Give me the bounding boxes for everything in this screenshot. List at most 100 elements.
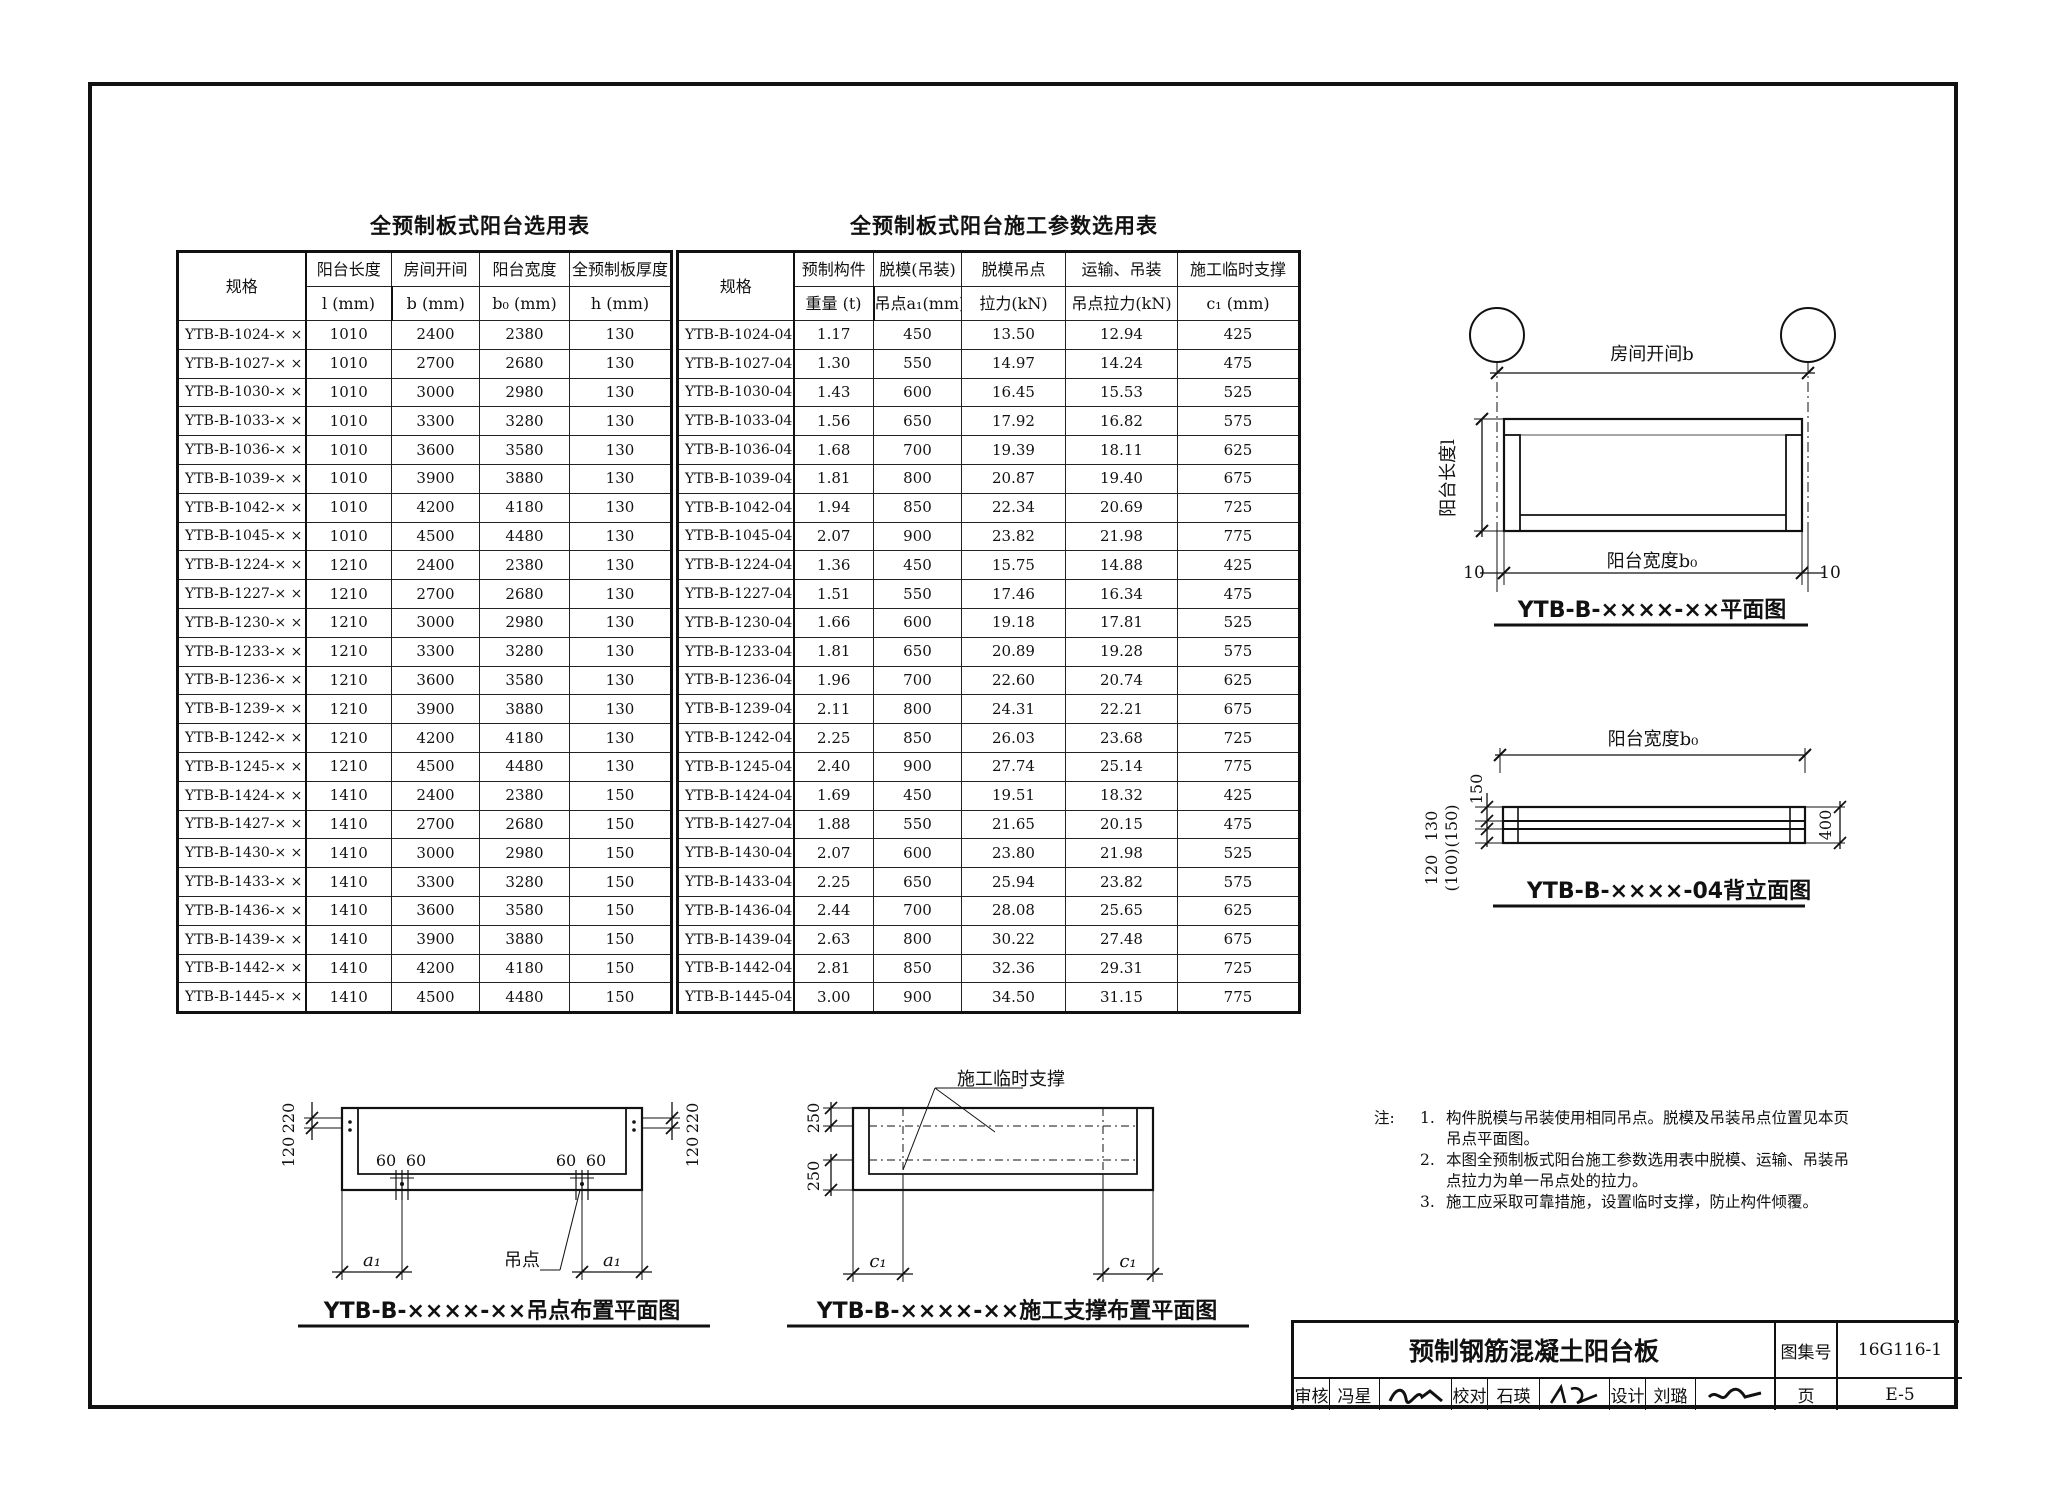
table-cell: 18.32 (1065, 780, 1178, 811)
table-cell: 1210 (305, 665, 392, 696)
table-cell: 1210 (305, 636, 392, 667)
lifting-point-label: 吊点 (504, 1250, 540, 1271)
table2-header-1: 预制构件 (793, 251, 874, 287)
spec-code-cell: YTB-B-1045-× × (177, 521, 307, 552)
spec-code-cell: YTB-B-1427-04 (677, 809, 795, 840)
note-text: 施工应采取可靠措施，设置临时支撑，防止构件倾覆。 (1446, 1193, 1819, 1211)
table-cell: 3280 (479, 867, 570, 897)
spec-code-cell: YTB-B-1430-04 (677, 838, 795, 869)
table-cell: 20.74 (1065, 665, 1178, 696)
table-cell: 29.31 (1065, 953, 1178, 984)
dim-150-paren: (150) (1442, 804, 1461, 847)
table-cell: 16.45 (961, 377, 1066, 408)
table-cell: 4480 (479, 521, 570, 552)
table-cell: 4480 (479, 982, 570, 1014)
spec-code-cell: YTB-B-1433-× × (177, 867, 307, 897)
table-cell: 1.17 (793, 320, 874, 350)
table2-header-4-unit: 吊点拉力(kN) (1065, 286, 1178, 321)
table-cell: 1010 (305, 377, 392, 408)
table-cell: 3300 (391, 406, 480, 437)
dim-left-10: 10 (1463, 563, 1485, 583)
table-cell: 20.15 (1065, 809, 1178, 840)
table-cell: 725 (1177, 723, 1300, 753)
spec-code-cell: YTB-B-1036-04 (677, 435, 795, 465)
table-cell: 130 (569, 377, 672, 408)
table-cell: 1410 (305, 780, 392, 811)
table1-header-4: 全预制板厚度 (569, 251, 672, 287)
table-cell: 19.51 (961, 780, 1066, 811)
dim-250-bottom: 250 (804, 1161, 823, 1192)
table-cell: 2400 (391, 780, 480, 811)
table-cell: 4480 (479, 751, 570, 782)
table-cell: 475 (1177, 809, 1300, 840)
spec-code-cell: YTB-B-1242-04 (677, 723, 795, 753)
table-cell: 1410 (305, 982, 392, 1014)
table-cell: 3900 (391, 924, 480, 955)
design-label: 设计 (1610, 1379, 1646, 1410)
spec-code-cell: YTB-B-1245-04 (677, 751, 795, 782)
table-cell: 15.75 (961, 550, 1066, 581)
spec-code-cell: YTB-B-1436-04 (677, 895, 795, 926)
table-cell: 3280 (479, 636, 570, 667)
table-cell: 130 (569, 492, 672, 523)
table-cell: 3600 (391, 895, 480, 926)
balcony-selection-table: 规格 阳台长度 房间开间 阳台宽度 全预制板厚度 l (mm) b (mm) b… (176, 250, 673, 1015)
table-cell: 26.03 (961, 723, 1066, 753)
spec-code-cell: YTB-B-1445-04 (677, 982, 795, 1014)
spec-code-cell: YTB-B-1430-× × (177, 838, 307, 869)
table2-title: 全预制板式阳台施工参数选用表 (850, 214, 1158, 238)
table-cell: 2.11 (793, 694, 874, 725)
table-cell: 625 (1177, 435, 1300, 465)
table-cell: 625 (1177, 895, 1300, 926)
note-text: 本图全预制板式阳台施工参数选用表中脱模、运输、吊装吊点拉力为单一吊点处的拉力。 (1446, 1151, 1850, 1190)
table-cell: 150 (569, 895, 672, 926)
table-cell: 775 (1177, 751, 1300, 782)
plan-view-title: YTB-B-××××-××平面图 (1517, 598, 1786, 623)
table-cell: 2380 (479, 320, 570, 350)
table-cell: 3600 (391, 665, 480, 696)
spec-code-cell: YTB-B-1045-04 (677, 521, 795, 552)
table-cell: 18.11 (1065, 435, 1178, 465)
table-cell: 1410 (305, 809, 392, 840)
spec-code-cell: YTB-B-1224-04 (677, 550, 795, 581)
table-cell: 3300 (391, 867, 480, 897)
table1-header-2: 房间开间 (391, 251, 480, 287)
table-cell: 27.74 (961, 751, 1066, 782)
spec-code-cell: YTB-B-1233-× × (177, 636, 307, 667)
table-cell: 22.60 (961, 665, 1066, 696)
table-cell: 1.51 (793, 579, 874, 609)
spec-code-cell: YTB-B-1227-× × (177, 579, 307, 609)
table-cell: 700 (873, 665, 962, 696)
table-cell: 675 (1177, 924, 1300, 955)
table-cell: 2380 (479, 550, 570, 581)
table-cell: 2980 (479, 377, 570, 408)
spec-code-cell: YTB-B-1445-× × (177, 982, 307, 1014)
table-cell: 25.14 (1065, 751, 1178, 782)
spec-code-cell: YTB-B-1233-04 (677, 636, 795, 667)
page-label: 页 (1776, 1379, 1838, 1410)
lifting-point-plan-drawing: 220 120 220 120 60 60 60 60 a₁ a₁ 吊点 YTB… (279, 1102, 710, 1328)
table-cell: 700 (873, 895, 962, 926)
table-cell: 850 (873, 953, 962, 984)
table-cell: 150 (569, 982, 672, 1014)
